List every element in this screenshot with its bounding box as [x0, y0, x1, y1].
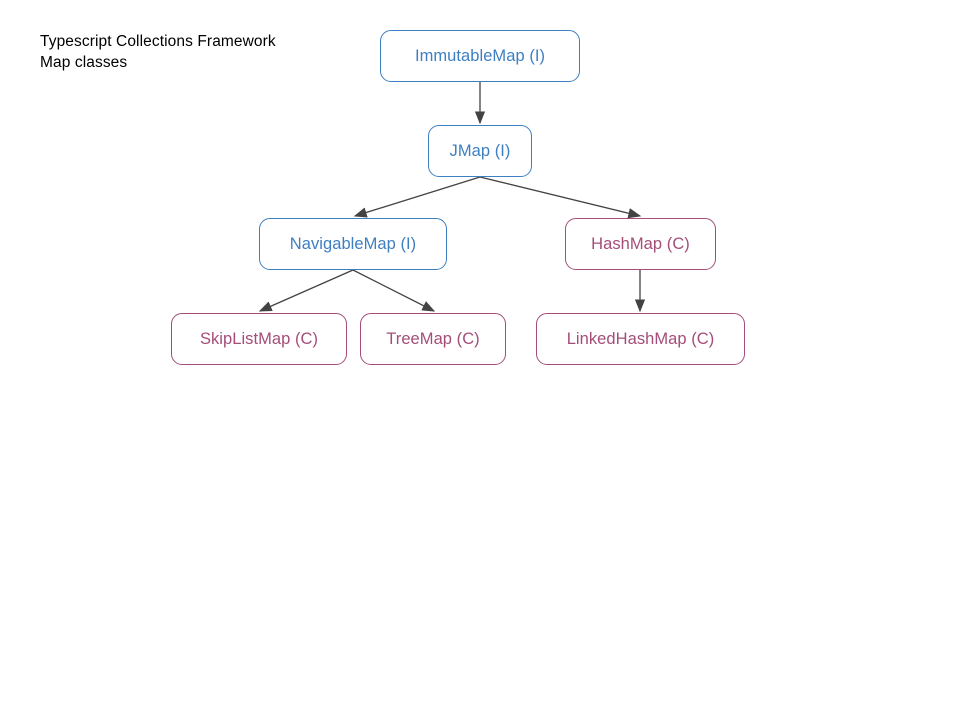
node-hashmap[interactable]: HashMap (C) — [565, 218, 716, 270]
page-title: Typescript Collections Framework Map cla… — [40, 33, 276, 71]
node-treemap[interactable]: TreeMap (C) — [360, 313, 506, 365]
node-linkedhashmap[interactable]: LinkedHashMap (C) — [536, 313, 745, 365]
edge-jmap-hashmap — [479, 176, 642, 219]
edge-navigablemap-treemap — [352, 269, 436, 312]
edge-navigablemap-skiplistmap — [258, 269, 354, 312]
node-immutablemap[interactable]: ImmutableMap (I) — [380, 30, 580, 82]
node-jmap[interactable]: JMap (I) — [428, 125, 532, 177]
node-skiplistmap[interactable]: SkipListMap (C) — [171, 313, 347, 365]
node-navigablemap[interactable]: NavigableMap (I) — [259, 218, 447, 270]
edge-jmap-navigablemap — [353, 176, 481, 218]
